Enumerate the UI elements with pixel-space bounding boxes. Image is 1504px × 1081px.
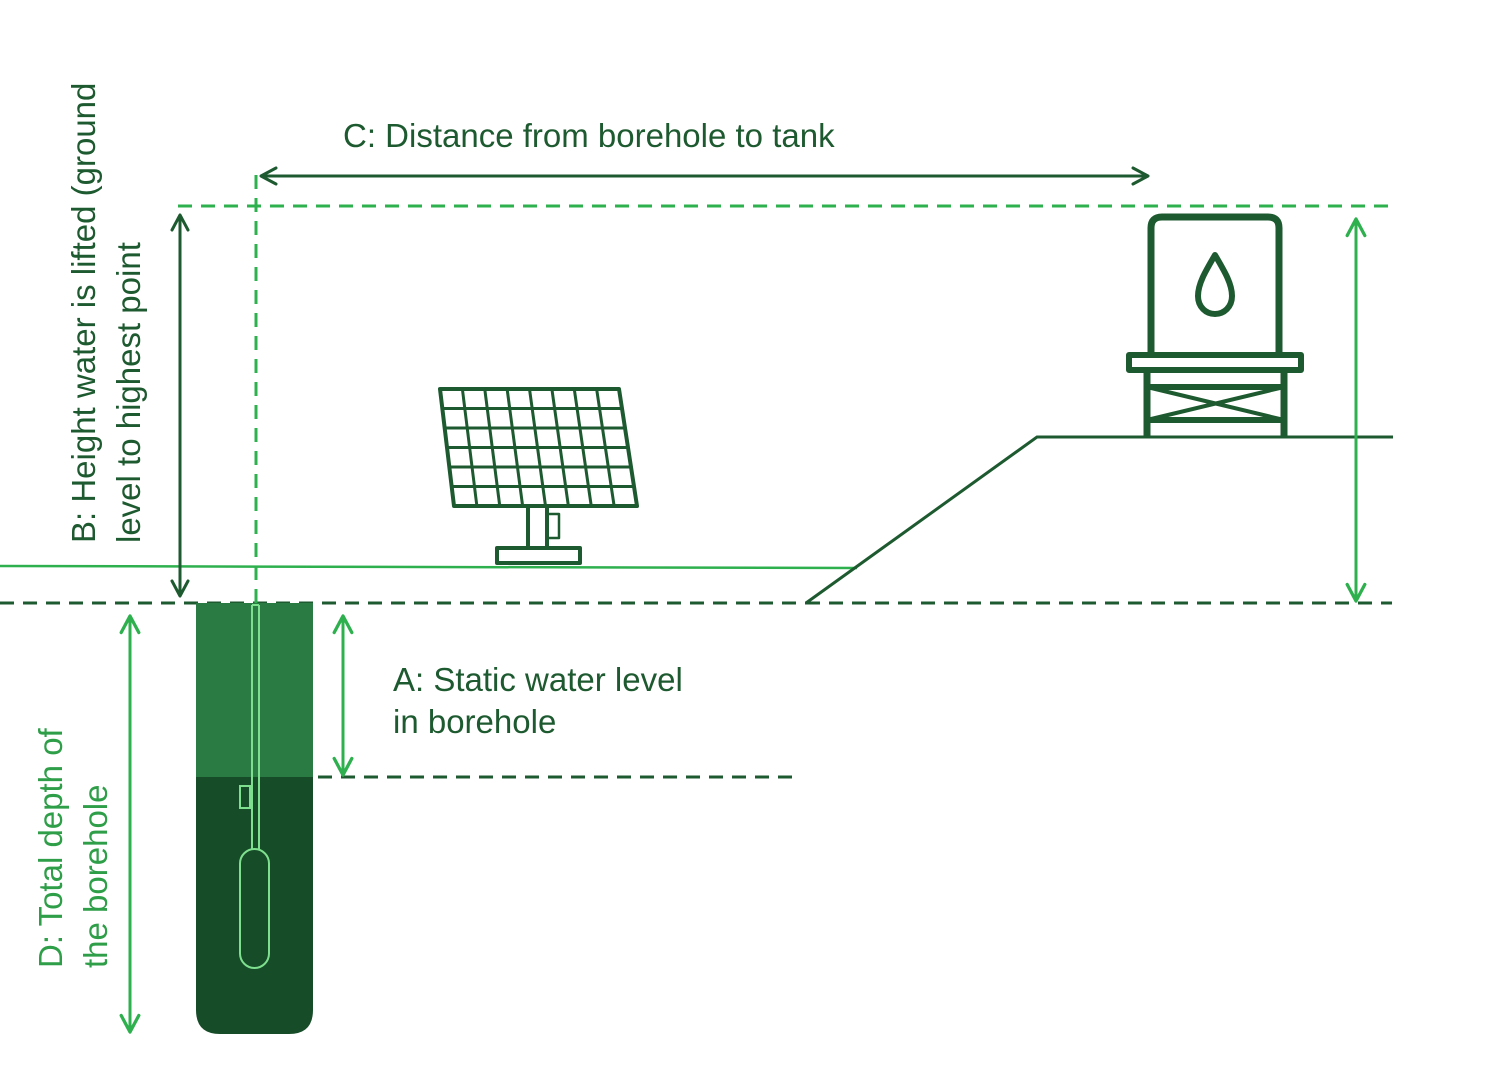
a-static-level-label-line1: A: Static water level [393,661,683,698]
b-height-label-line1: B: Height water is lifted (ground [65,83,102,543]
ground-surface-line [0,564,858,570]
d-total-depth-label-line1: D: Total depth of [32,727,69,968]
water-drop-icon [1195,252,1235,317]
a-static-level-label-line2: in borehole [393,703,556,740]
borehole [196,603,313,1034]
water-tank-icon [1126,213,1304,437]
b-height-label-line2: level to highest point [110,242,147,543]
hill-profile-line [805,435,1393,605]
borehole-dry-section [196,603,313,777]
solar-panel-icon [438,387,639,565]
c-distance-label: C: Distance from borehole to tank [343,117,835,154]
pump-icon [239,604,270,969]
borehole-water-section [196,777,313,1034]
d-total-depth-label-line2: the borehole [77,785,114,968]
